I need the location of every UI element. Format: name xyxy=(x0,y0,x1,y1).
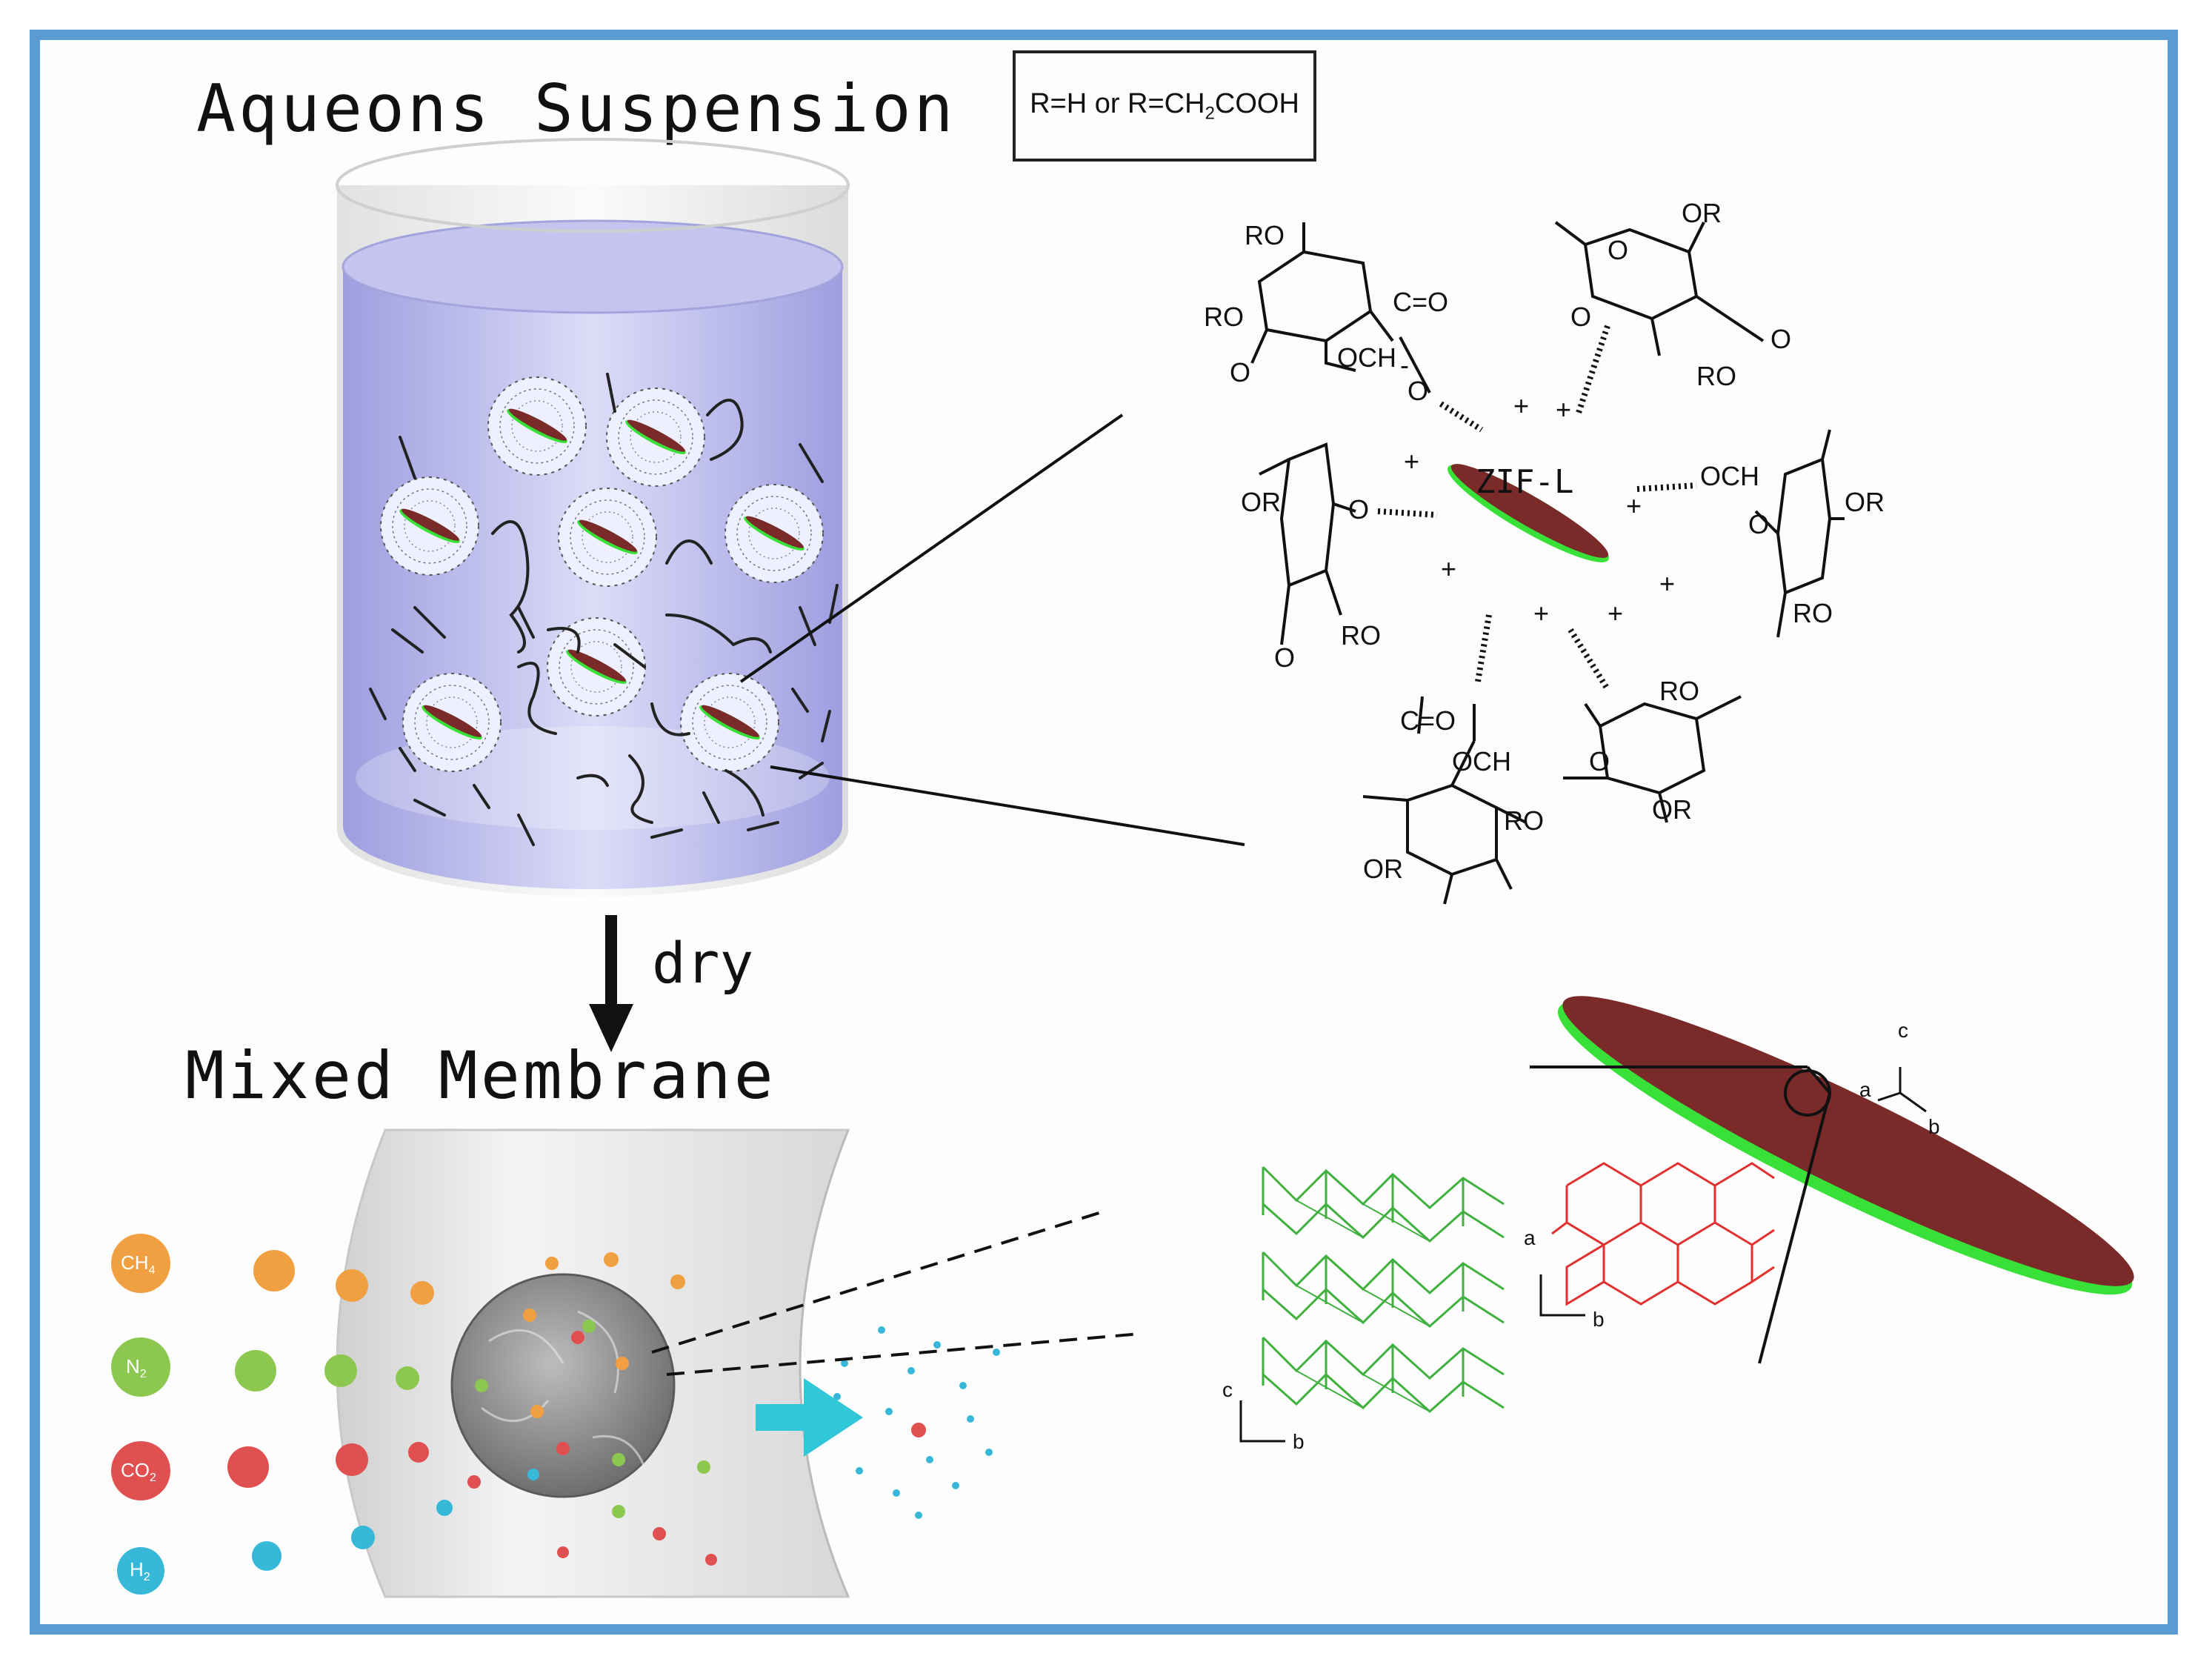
c-eq-o-label: C=O xyxy=(1400,705,1456,736)
plus-label: + xyxy=(1659,568,1675,599)
axis-a-label: a xyxy=(1524,1226,1536,1249)
gas-label-co2: CO2 xyxy=(121,1459,156,1484)
dry-label: dry xyxy=(652,930,754,996)
plus-label: + xyxy=(1533,598,1549,628)
sugar-ring-top-right xyxy=(1554,221,1765,356)
permeate-arrow xyxy=(756,1378,863,1457)
sem-inset xyxy=(450,1273,676,1498)
disk-callout xyxy=(1530,1065,1832,1364)
title-aqueous-suspension: Aqueons Suspension xyxy=(196,70,956,147)
plus-label: + xyxy=(1441,553,1456,584)
green-lattice-axes: c b xyxy=(1222,1378,1305,1453)
zif-particle xyxy=(680,673,779,772)
axis-b-label: b xyxy=(1293,1430,1305,1453)
r-group-text: R=H or R=CH2COOH xyxy=(1030,87,1299,124)
disk-axes: c a b xyxy=(1859,1019,1940,1138)
ro-label: RO xyxy=(1659,676,1699,706)
minus-label: - xyxy=(1400,350,1409,380)
sugar-ring-right xyxy=(1754,429,1845,638)
ro-label: RO xyxy=(1793,598,1833,628)
gas-label-n2: N2 xyxy=(126,1355,147,1380)
o-label: O xyxy=(1348,494,1369,525)
polymer-chains xyxy=(369,373,839,846)
gas-label-ch4: CH4 xyxy=(121,1251,156,1277)
och2-label: OCH xyxy=(1700,461,1759,491)
c-eq-o-label: C=O xyxy=(1393,287,1448,317)
zif-particle xyxy=(487,376,587,476)
o-label: O xyxy=(1608,235,1628,265)
o-label: O xyxy=(1748,509,1769,539)
zif-particle xyxy=(606,388,705,487)
zif-particle xyxy=(558,488,657,587)
zif-particle xyxy=(380,476,479,576)
zif-l-disk-small xyxy=(1448,464,1609,562)
gas-legend: CH4 N2 CO2 H2 xyxy=(111,1234,170,1595)
zif-l-disk-large xyxy=(1557,996,2134,1295)
o-label: O xyxy=(1230,357,1250,388)
sugar-ring-left xyxy=(1259,442,1356,645)
or-label: OR xyxy=(1845,487,1885,517)
or-label: OR xyxy=(1241,487,1281,517)
plus-label: + xyxy=(1626,491,1642,521)
gas-molecules xyxy=(227,1250,1000,1571)
ro-label: RO xyxy=(1341,620,1381,651)
sugar-ring-top-left xyxy=(1250,222,1394,372)
sugar-ring-bottom xyxy=(1362,740,1527,905)
o-label: O xyxy=(1770,324,1791,354)
title-mixed-membrane: Mixed Membrane xyxy=(185,1037,776,1114)
disk-axis-b: b xyxy=(1928,1115,1940,1138)
ro-label: RO xyxy=(1245,220,1285,250)
zif-particle xyxy=(402,673,502,772)
molecular-scheme xyxy=(1250,221,1845,905)
red-lattice-axes: a b xyxy=(1524,1226,1605,1331)
sugar-ring-bottom-right xyxy=(1563,695,1742,823)
plus-label: + xyxy=(1556,394,1571,425)
o-label: O xyxy=(1408,376,1428,406)
ionic-bonds xyxy=(1377,325,1697,691)
gas-label-h2: H2 xyxy=(130,1558,150,1583)
green-lattice xyxy=(1262,1166,1505,1414)
red-lattice xyxy=(1551,1162,1775,1306)
or-label: OR xyxy=(1652,794,1692,825)
disk-axis-a: a xyxy=(1859,1078,1871,1101)
disk-axis-c: c xyxy=(1898,1019,1908,1042)
dry-arrow xyxy=(589,915,633,1052)
zoom-lines-top xyxy=(739,413,1245,846)
plus-label: + xyxy=(1513,390,1529,421)
och2-label: OCH xyxy=(1452,746,1511,777)
ro-label: RO xyxy=(1696,361,1736,391)
or-label: OR xyxy=(1363,854,1403,884)
o-label: O xyxy=(1274,642,1295,673)
plus-label: + xyxy=(1608,598,1623,628)
och2-label: OCH xyxy=(1337,342,1396,373)
o-label: O xyxy=(1589,746,1610,777)
ro-label: RO xyxy=(1204,302,1244,332)
ro-label: RO xyxy=(1504,805,1544,836)
plus-label: + xyxy=(1404,446,1419,476)
or-label: OR xyxy=(1682,198,1722,228)
axis-b-label: b xyxy=(1593,1308,1605,1331)
zif-particle xyxy=(724,484,824,583)
axis-c-label: c xyxy=(1222,1378,1233,1401)
zif-l-label: ZIF-L xyxy=(1476,463,1573,501)
membrane xyxy=(336,1128,850,1598)
zoom-lines-bottom xyxy=(651,1210,1142,1376)
r-group-legend-box: R=H or R=CH2COOH xyxy=(1013,50,1316,162)
molecule-labels: ZIF-L RO RO O OCH C=O - O O OR RO O O OR… xyxy=(1204,198,1885,884)
o-label: O xyxy=(1570,302,1591,332)
zif-particle xyxy=(547,617,646,717)
